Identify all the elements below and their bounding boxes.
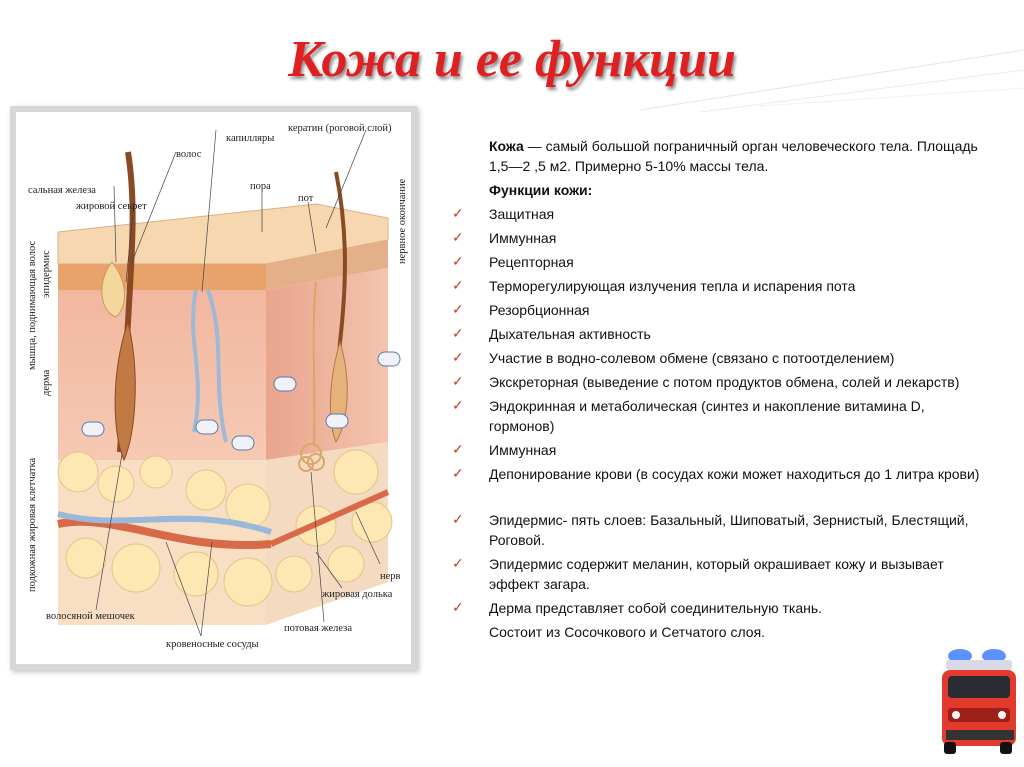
list-item-text: Защитная — [489, 206, 555, 222]
checkmark-icon: ✓ — [452, 206, 464, 222]
checkmark-icon: ✓ — [452, 556, 464, 572]
checkmark-icon: ✓ — [452, 230, 464, 246]
list-item-text: Дыхательная активность — [489, 326, 651, 342]
list-item: ✓ Эндокринная и метаболическая (синтез и … — [449, 396, 989, 436]
label-sebaceous-gland: сальная железа — [28, 185, 96, 196]
fact-item: ✓ Эпидермис- пять слоев: Базальный, Шипов… — [449, 510, 989, 550]
label-subcutaneous: подкожная жировая клетчатка — [27, 457, 38, 592]
ambulance-icon — [942, 649, 1016, 754]
fact-item: ✓ Эпидермис содержит меланин, который окр… — [449, 554, 989, 594]
label-capillaries: капилляры — [226, 133, 275, 144]
checkmark-icon: ✓ — [452, 512, 464, 528]
label-pore: пора — [250, 181, 271, 192]
list-item: ✓ Дыхательная активность — [449, 324, 989, 344]
list-item-text: Депонирование крови (в сосудах кожи може… — [489, 466, 980, 482]
list-item: ✓ Экскреторная (выведение с потом продукт… — [449, 372, 989, 392]
list-item: ✓ Защитная — [449, 204, 989, 224]
checkmark-icon: ✓ — [452, 442, 464, 458]
spacer — [449, 488, 989, 510]
list-item: ✓ Терморегулирующая излучения тепла и исп… — [449, 276, 989, 296]
checkmark-icon: ✓ — [452, 326, 464, 342]
label-sweat-gland: потовая железа — [284, 623, 352, 634]
label-epidermis: эпидермис — [41, 250, 52, 298]
intro-paragraph: Кожа — самый большой пограничный орган ч… — [489, 136, 989, 176]
list-item-text: Иммунная — [489, 230, 557, 246]
skin-diagram: кератин (роговой слой) капилляры волос с… — [10, 106, 417, 670]
label-nerve: нерв — [380, 571, 401, 582]
label-fat-lobule: жировая долька — [322, 589, 393, 600]
list-item-text: Рецепторная — [489, 254, 574, 270]
functions-header: Функции кожи: — [489, 182, 593, 198]
list-item: ✓ Иммунная — [449, 440, 989, 460]
fact-item-text: Дерма представляет собой соединительную … — [489, 600, 823, 616]
skin-cross-section-illustration — [57, 129, 401, 637]
checkmark-icon: ✓ — [452, 254, 464, 270]
fact-item-text: Эпидермис содержит меланин, который окра… — [489, 556, 944, 592]
label-hair-follicle: волосяной мешочек — [46, 611, 135, 622]
list-item-text: Иммунная — [489, 442, 557, 458]
checkmark-icon: ✓ — [452, 302, 464, 318]
list-item: ✓ Резорбционная — [449, 300, 989, 320]
list-item-text: Эндокринная и метаболическая (синтез и н… — [489, 398, 925, 434]
checkmark-icon: ✓ — [452, 350, 464, 366]
list-item-text: Резорбционная — [489, 302, 590, 318]
intro-text: — самый большой пограничный орган челове… — [489, 138, 978, 174]
checkmark-icon: ✓ — [452, 278, 464, 294]
fact-item-text: Эпидермис- пять слоев: Базальный, Шипова… — [489, 512, 969, 548]
checkmark-icon: ✓ — [452, 374, 464, 390]
checkmark-icon: ✓ — [452, 466, 464, 482]
label-nerve-ending: нервное окончание — [397, 178, 408, 264]
checkmark-icon: ✓ — [452, 600, 464, 616]
label-sweat: пот — [298, 193, 314, 204]
list-item-text: Участие в водно-солевом обмене (связано … — [489, 350, 895, 366]
label-fat-secretion: жировой секрет — [76, 201, 147, 212]
label-dermis: дерма — [41, 369, 52, 396]
label-hair-muscle: мышца, поднимающая волос — [27, 240, 38, 370]
label-keratin: кератин (роговой слой) — [288, 123, 392, 134]
list-item: ✓ Депонирование крови (в сосудах кожи мож… — [449, 464, 989, 484]
slide-title: Кожа и ее функции — [288, 31, 736, 88]
checkmark-icon: ✓ — [452, 398, 464, 414]
intro-term: Кожа — [489, 138, 524, 154]
list-item: ✓ Рецепторная — [449, 252, 989, 272]
closing-line: Состоит из Сосочкового и Сетчатого слоя. — [489, 624, 766, 640]
list-item-text: Терморегулирующая излучения тепла и испа… — [489, 278, 856, 294]
text-content: Кожа — самый большой пограничный орган ч… — [449, 136, 989, 642]
fact-item: ✓ Дерма представляет собой соединительную… — [449, 598, 989, 618]
list-item: ✓ Иммунная — [449, 228, 989, 248]
label-blood-vessels: кровеносные сосуды — [166, 639, 259, 650]
label-hair: волос — [176, 149, 202, 160]
list-item-text: Экскреторная (выведение с потом продукто… — [489, 374, 960, 390]
list-item: ✓ Участие в водно-солевом обмене (связано… — [449, 348, 989, 368]
